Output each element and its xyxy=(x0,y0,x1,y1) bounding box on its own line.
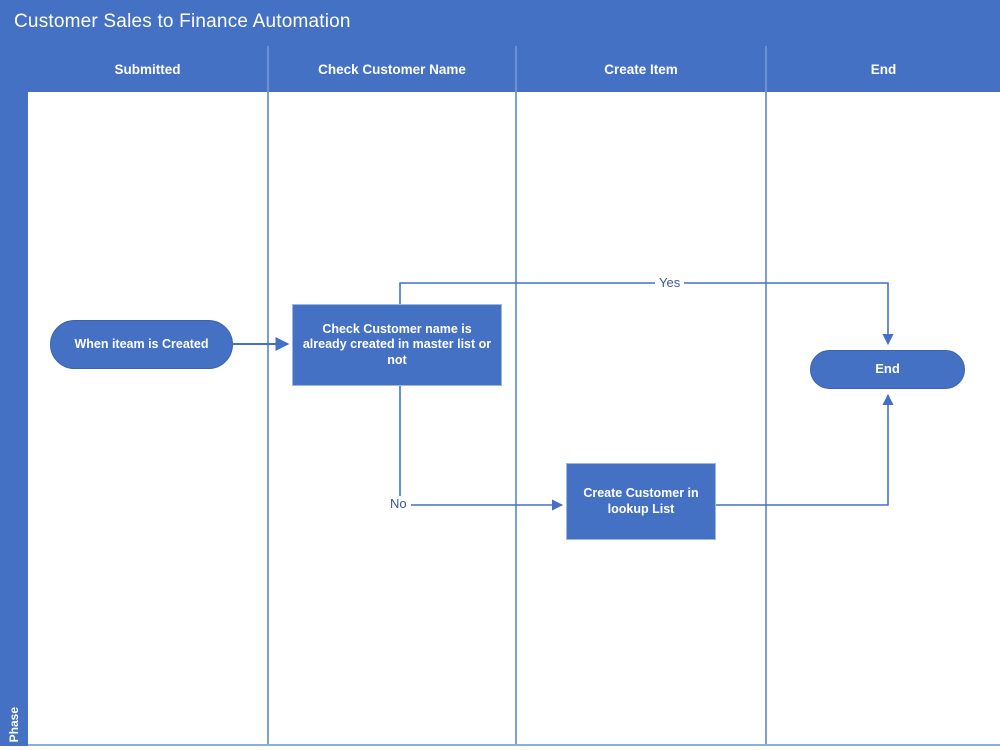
lane-header-create-item[interactable]: Create Item xyxy=(515,46,765,92)
lane-separator-1 xyxy=(267,92,269,744)
edge-label-yes: Yes xyxy=(655,275,685,290)
node-create-customer-in-lookup-list[interactable]: Create Customer in lookup List xyxy=(566,463,716,540)
node-label: Create Customer in lookup List xyxy=(583,485,699,516)
node-label: End xyxy=(875,361,900,377)
phase-label: Phase xyxy=(7,706,21,742)
lane-header-label: End xyxy=(870,61,897,77)
diagram-title: Customer Sales to Finance Automation xyxy=(14,11,351,32)
node-check-customer-name[interactable]: Check Customer name is already created i… xyxy=(292,304,502,386)
lane-header-label: Submitted xyxy=(114,61,181,77)
lane-header-label: Create Item xyxy=(604,61,678,77)
diagram-title-bar: Customer Sales to Finance Automation xyxy=(0,0,1000,46)
lane-separator-3 xyxy=(765,92,767,744)
lane-header-end[interactable]: End xyxy=(765,46,1000,92)
node-end[interactable]: End xyxy=(810,350,965,389)
node-start-when-item-created[interactable]: When iteam is Created xyxy=(50,320,233,369)
lane-header-submitted[interactable]: Submitted xyxy=(28,46,267,92)
edge-label-no: No xyxy=(386,496,411,511)
node-label: When iteam is Created xyxy=(74,336,209,351)
lane-header-label: Check Customer Name xyxy=(318,61,466,77)
lane-body xyxy=(28,92,1000,746)
lane-header-row: Submitted Check Customer Name Create Ite… xyxy=(28,46,1000,92)
lane-separator-2 xyxy=(515,92,517,744)
phase-band: Phase xyxy=(0,46,28,746)
lane-header-check-customer-name[interactable]: Check Customer Name xyxy=(267,46,515,92)
node-label: Check Customer name is already created i… xyxy=(302,321,492,367)
